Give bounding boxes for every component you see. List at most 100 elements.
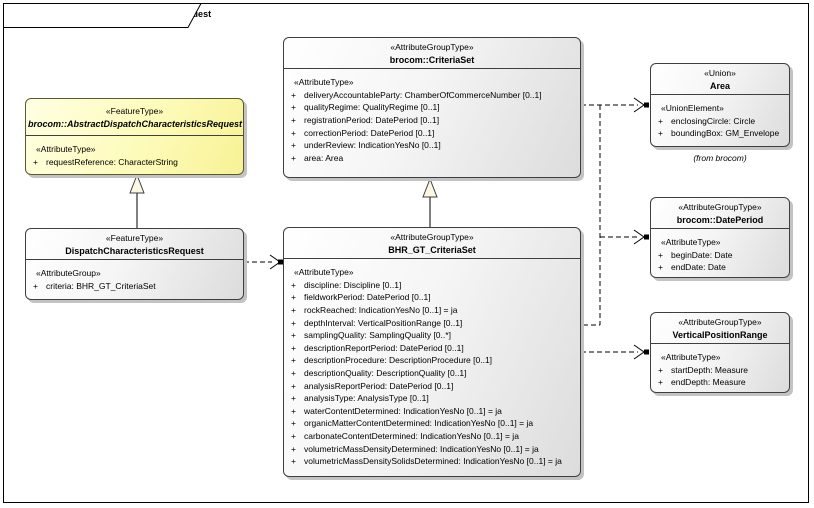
class-stereotype: «Union» xyxy=(704,68,736,78)
from-package-note: (from brocom) xyxy=(693,153,747,163)
dependency-trunk xyxy=(583,105,601,326)
class-bhr-gt-criteria-set: «AttributeGroupType» BHR_GT_CriteriaSet … xyxy=(283,227,581,477)
attribute-row: + volumetricMassDensitySolidsDetermined:… xyxy=(284,455,578,468)
attribute-text: rockReached: IndicationYesNo [0..1] = ja xyxy=(304,304,458,315)
generalization-bhrgt-to-criteriaset xyxy=(422,177,438,227)
class-header: «FeatureType» brocom::AbstractDispatchCh… xyxy=(26,99,243,137)
attribute-text: beginDate: Date xyxy=(671,249,733,260)
attribute-text: deliveryAccountableParty: ChamberOfComme… xyxy=(304,89,542,100)
visibility-marker: + xyxy=(291,342,296,353)
dependency-criteriaset-to-area xyxy=(581,97,649,113)
attribute-list: + criteria: BHR_GT_CriteriaSet xyxy=(26,280,241,293)
class-name: brocom::DatePeriod xyxy=(676,214,764,225)
visibility-marker: + xyxy=(291,367,296,378)
attribute-list: + deliveryAccountableParty: ChamberOfCom… xyxy=(284,89,578,165)
generalization-dispatch-to-abstract xyxy=(129,173,145,228)
attribute-row: + carbonateContentDetermined: Indication… xyxy=(284,430,578,443)
compartment-stereotype: «AttributeType» xyxy=(36,144,96,155)
attribute-text: fieldworkPeriod: DatePeriod [0..1] xyxy=(304,292,431,303)
visibility-marker: + xyxy=(658,249,663,260)
attribute-text: waterContentDetermined: IndicationYesNo … xyxy=(304,405,502,416)
attribute-text: registrationPeriod: DatePeriod [0..1] xyxy=(304,114,440,125)
attribute-row: + analysisType: AnalysisType [0..1] xyxy=(284,392,578,405)
class-attributes: «AttributeGroup» + criteria: BHR_GT_Crit… xyxy=(26,260,243,299)
compartment-stereotype: «UnionElement» xyxy=(661,103,724,114)
attribute-row: + requestReference: CharacterString xyxy=(26,156,241,169)
compartment-stereotype: «AttributeType» xyxy=(294,77,354,88)
attribute-row: + depthInterval: VerticalPositionRange [… xyxy=(284,317,578,330)
attribute-row: + criteria: BHR_GT_CriteriaSet xyxy=(26,280,241,293)
attribute-text: volumetricMassDensitySolidsDetermined: I… xyxy=(304,456,562,467)
visibility-marker: + xyxy=(658,262,663,273)
class-header: «AttributeGroupType» brocom::CriteriaSet xyxy=(284,38,580,70)
attribute-row: + underReview: IndicationYesNo [0..1] xyxy=(284,139,578,152)
attribute-row: + boundingBox: GM_Envelope xyxy=(651,127,787,140)
class-attributes: «AttributeType» + requestReference: Char… xyxy=(26,136,243,174)
class-vertical-position-range: «AttributeGroupType» VerticalPositionRan… xyxy=(650,312,790,393)
attribute-text: underReview: IndicationYesNo [0..1] xyxy=(304,140,441,151)
attribute-list: + beginDate: Date + endDate: Date xyxy=(651,249,787,274)
attribute-text: discipline: Discipline [0..1] xyxy=(304,279,402,290)
attribute-row: + waterContentDetermined: IndicationYesN… xyxy=(284,405,578,418)
class-stereotype: «AttributeGroupType» xyxy=(390,232,474,242)
class-attributes: «UnionElement» + enclosingCircle: Circle… xyxy=(651,95,789,146)
attribute-list: + discipline: Discipline [0..1] + fieldw… xyxy=(284,279,578,468)
attribute-row: + samplingQuality: SamplingQuality [0..*… xyxy=(284,329,578,342)
class-name: Area xyxy=(709,80,730,91)
visibility-marker: + xyxy=(33,280,38,291)
class-name: brocom::CriteriaSet xyxy=(389,54,475,65)
attribute-text: volumetricMassDensityDetermined: Indicat… xyxy=(304,443,539,454)
class-stereotype: «AttributeGroupType» xyxy=(390,42,474,52)
attribute-list: + enclosingCircle: Circle + boundingBox:… xyxy=(651,115,787,140)
visibility-marker: + xyxy=(291,418,296,429)
compartment-stereotype: «AttributeType» xyxy=(661,352,721,363)
dependency-bhrgt-to-verticalpositionrange xyxy=(581,344,649,360)
attribute-text: analysisReportPeriod: DatePeriod [0..1] xyxy=(304,380,454,391)
attribute-text: requestReference: CharacterString xyxy=(46,156,178,167)
class-name: BHR_GT_CriteriaSet xyxy=(388,244,476,255)
attribute-row: + registrationPeriod: DatePeriod [0..1] xyxy=(284,114,578,127)
attribute-row: + analysisReportPeriod: DatePeriod [0..1… xyxy=(284,380,578,393)
class-attributes: «AttributeType» + beginDate: Date + endD… xyxy=(651,229,789,277)
attribute-list: + startDepth: Measure + endDepth: Measur… xyxy=(651,364,787,389)
attribute-row: + descriptionReportPeriod: DatePeriod [0… xyxy=(284,342,578,355)
attribute-row: + volumetricMassDensityDetermined: Indic… xyxy=(284,443,578,456)
visibility-marker: + xyxy=(291,430,296,441)
visibility-marker: + xyxy=(291,292,296,303)
dependency-dispatch-to-bhrgt xyxy=(244,254,283,270)
attribute-text: area: Area xyxy=(304,152,344,163)
visibility-marker: + xyxy=(291,140,296,151)
visibility-marker: + xyxy=(291,114,296,125)
class-name: DispatchCharacteristicsRequest xyxy=(65,245,204,256)
compartment-stereotype: «AttributeGroup» xyxy=(36,268,101,279)
compartment-stereotype: «AttributeType» xyxy=(661,237,721,248)
visibility-marker: + xyxy=(658,115,663,126)
attribute-row: + enclosingCircle: Circle xyxy=(651,115,787,128)
attribute-text: enclosingCircle: Circle xyxy=(671,115,756,126)
class-name: VerticalPositionRange xyxy=(672,329,768,340)
class-dispatch-characteristics-request: «FeatureType» DispatchCharacteristicsReq… xyxy=(25,228,244,300)
visibility-marker: + xyxy=(291,330,296,341)
frame-tab xyxy=(3,3,202,28)
attribute-text: descriptionProcedure: DescriptionProcedu… xyxy=(304,355,493,366)
attribute-row: + area: Area xyxy=(284,152,578,165)
attribute-text: startDepth: Measure xyxy=(671,364,749,375)
visibility-marker: + xyxy=(291,355,296,366)
visibility-marker: + xyxy=(658,128,663,139)
class-header: «AttributeGroupType» VerticalPositionRan… xyxy=(651,313,789,345)
dependency-to-dateperiod xyxy=(600,229,649,245)
class-stereotype: «FeatureType» xyxy=(105,233,164,243)
attribute-text: endDepth: Measure xyxy=(671,377,746,388)
visibility-marker: + xyxy=(291,304,296,315)
attribute-text: endDate: Date xyxy=(671,262,726,273)
attribute-row: + qualityRegime: QualityRegime [0..1] xyxy=(284,101,578,114)
visibility-marker: + xyxy=(291,102,296,113)
class-stereotype: «AttributeGroupType» xyxy=(678,317,762,327)
attribute-text: descriptionReportPeriod: DatePeriod [0..… xyxy=(304,342,464,353)
class-stereotype: «AttributeGroupType» xyxy=(678,202,762,212)
attribute-text: correctionPeriod: DatePeriod [0..1] xyxy=(304,127,435,138)
attribute-text: criteria: BHR_GT_CriteriaSet xyxy=(46,280,156,291)
visibility-marker: + xyxy=(291,405,296,416)
visibility-marker: + xyxy=(658,377,663,388)
